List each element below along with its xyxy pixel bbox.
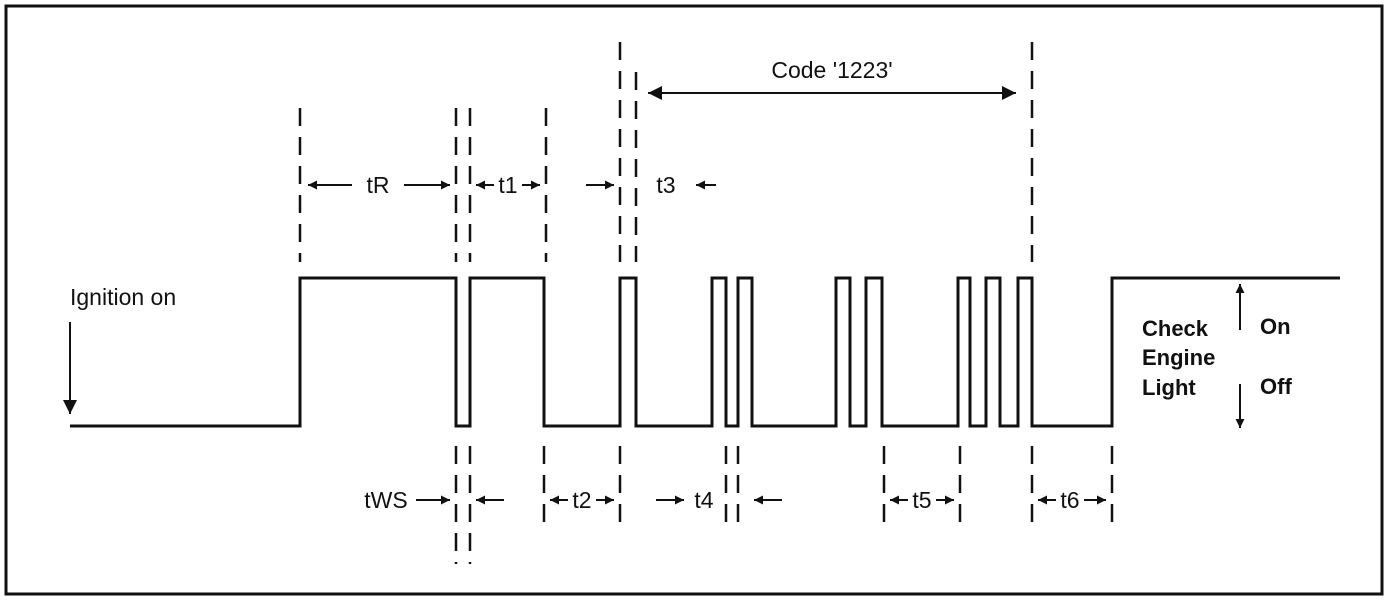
t2-label: t2 <box>572 487 591 513</box>
t4-label: t4 <box>694 487 713 513</box>
tWS-label: tWS <box>364 487 407 513</box>
t3-label: t3 <box>656 172 675 198</box>
state-on-label: On <box>1260 314 1291 339</box>
light-label-line1: Check <box>1142 316 1209 341</box>
signal-waveform <box>70 276 1340 428</box>
t1-label: t1 <box>498 172 517 198</box>
lower-interval-markers: tWS t2 t4 t5 t6 <box>364 487 1106 513</box>
diagram-frame <box>4 4 1384 596</box>
t6-label: t6 <box>1060 487 1079 513</box>
light-label-line2: Engine <box>1142 345 1215 370</box>
ignition-label: Ignition on <box>70 284 176 310</box>
light-label-line3: Light <box>1142 375 1196 400</box>
code-label: Code '1223' <box>771 57 892 83</box>
upper-interval-markers: tR t1 t3 <box>308 172 716 198</box>
guide-lines <box>298 42 1114 564</box>
state-off-label: Off <box>1260 374 1292 399</box>
t5-label: t5 <box>912 487 931 513</box>
tR-label: tR <box>367 172 390 198</box>
